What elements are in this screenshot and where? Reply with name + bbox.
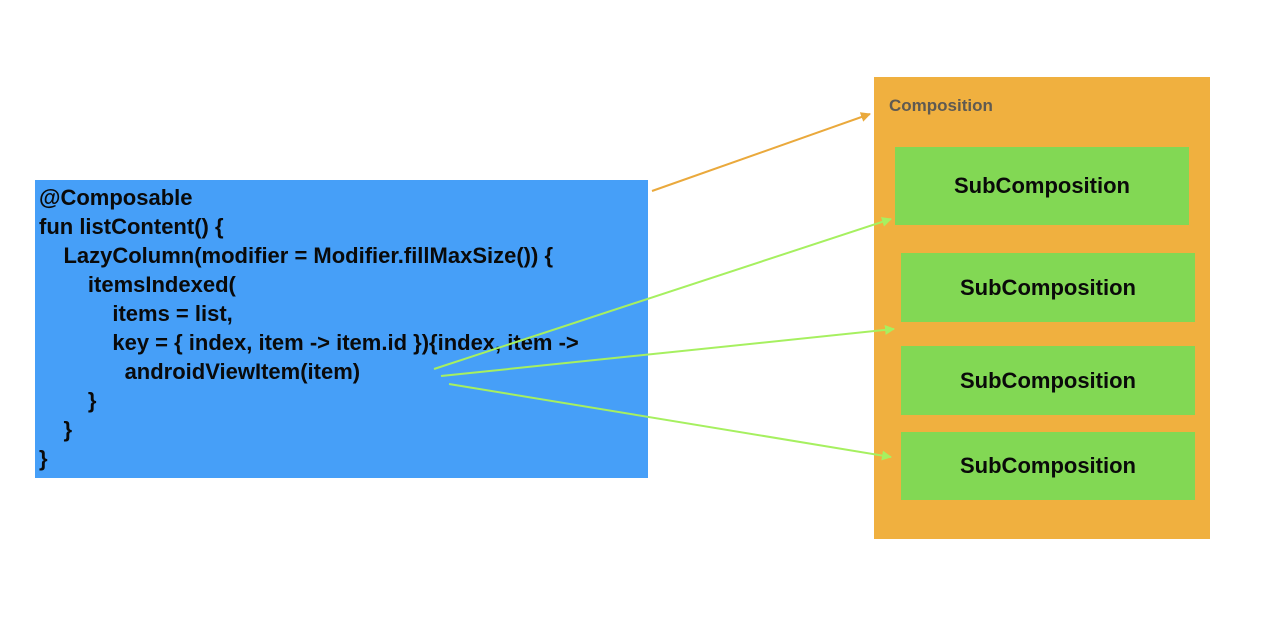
subcomposition-box: SubComposition xyxy=(901,253,1195,322)
subcomposition-box: SubComposition xyxy=(895,147,1189,225)
code-line: } xyxy=(39,446,48,471)
code-line: } xyxy=(39,388,97,413)
code-line: fun listContent() { xyxy=(39,214,224,239)
code-line: items = list, xyxy=(39,301,233,326)
code-line: @Composable xyxy=(39,185,193,210)
subcomposition-box: SubComposition xyxy=(901,432,1195,500)
composition-box: Composition SubComposition SubCompositio… xyxy=(874,77,1210,539)
code-line: key = { index, item -> item.id }){index,… xyxy=(39,330,579,355)
code-line: androidViewItem(item) xyxy=(39,359,361,384)
code-line: } xyxy=(39,417,73,442)
code-line: itemsIndexed( xyxy=(39,272,236,297)
composition-label: Composition xyxy=(889,96,993,115)
code-block: @Composable fun listContent() { LazyColu… xyxy=(35,180,648,478)
code-line: LazyColumn(modifier = Modifier.fillMaxSi… xyxy=(39,243,554,268)
arrow-to-composition xyxy=(651,112,871,192)
subcomposition-box: SubComposition xyxy=(901,346,1195,415)
